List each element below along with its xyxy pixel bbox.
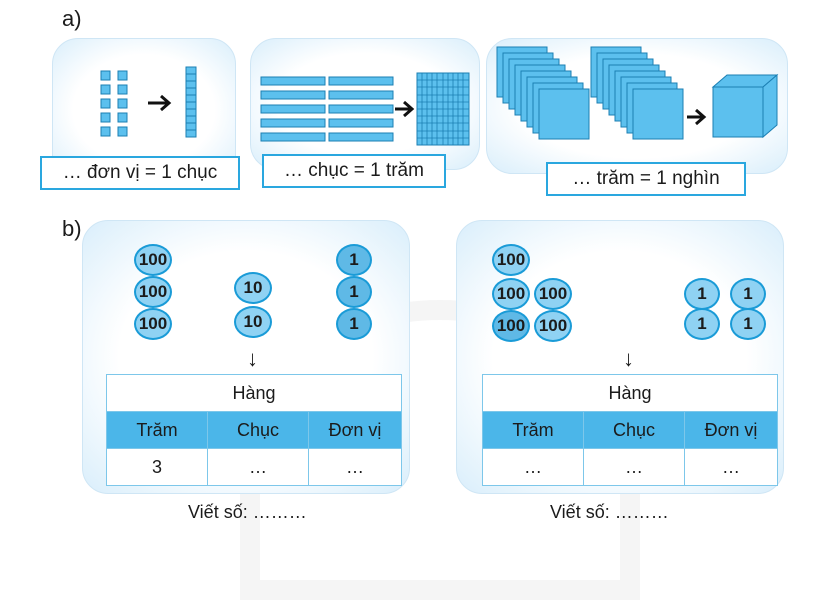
column-hundreds: Trăm <box>482 411 584 449</box>
value-hundreds[interactable]: 3 <box>106 448 208 486</box>
panel-tens-to-hundred <box>250 38 480 170</box>
coin-one: 1 <box>730 278 766 310</box>
column-tens: Chục <box>583 411 685 449</box>
blank-box-tens[interactable]: … chục = 1 trăm <box>262 154 446 188</box>
unit-cubes-illustration <box>100 66 197 138</box>
table-header: Hàng <box>106 374 402 412</box>
coin-hundred: 100 <box>134 276 172 308</box>
coin-hundred: 100 <box>534 310 572 342</box>
place-value-table-left: Hàng Trăm Chục Đơn vị 3 … … <box>106 374 402 486</box>
ten-rods-illustration <box>260 72 470 146</box>
column-ones: Đơn vị <box>308 411 402 449</box>
blank-box-ones[interactable]: … đơn vị = 1 chục <box>40 156 240 190</box>
down-arrow-icon: ↓ <box>623 346 634 371</box>
coin-one: 1 <box>336 308 372 340</box>
arrow-icon <box>687 108 707 126</box>
arrow-icon <box>395 100 415 118</box>
panel-hundreds-to-thousand <box>486 38 788 174</box>
value-hundreds[interactable]: … <box>482 448 584 486</box>
table-header: Hàng <box>482 374 778 412</box>
coin-ten: 10 <box>234 306 272 338</box>
coin-one: 1 <box>730 308 766 340</box>
blank-box-hundreds[interactable]: … trăm = 1 nghìn <box>546 162 746 196</box>
coin-one: 1 <box>336 276 372 308</box>
place-value-table-right: Hàng Trăm Chục Đơn vị … … … <box>482 374 778 486</box>
coin-one: 1 <box>336 244 372 276</box>
column-tens: Chục <box>207 411 309 449</box>
hundred-flats-illustration <box>496 46 779 140</box>
coin-hundred: 100 <box>492 278 530 310</box>
value-ones[interactable]: … <box>308 448 402 486</box>
coin-hundred: 100 <box>134 244 172 276</box>
coin-hundred: 100 <box>492 310 530 342</box>
part-a-label: a) <box>62 6 82 31</box>
value-tens[interactable]: … <box>207 448 309 486</box>
arrow-icon <box>148 94 172 112</box>
coin-hundred: 100 <box>492 244 530 276</box>
coin-hundred: 100 <box>134 308 172 340</box>
coin-ten: 10 <box>234 272 272 304</box>
part-b-label: b) <box>62 216 82 241</box>
write-number-right[interactable]: Viết số: ……… <box>550 502 669 522</box>
column-hundreds: Trăm <box>106 411 208 449</box>
column-ones: Đơn vị <box>684 411 778 449</box>
value-tens[interactable]: … <box>583 448 685 486</box>
value-ones[interactable]: … <box>684 448 778 486</box>
down-arrow-icon: ↓ <box>247 346 258 371</box>
coin-one: 1 <box>684 308 720 340</box>
write-number-left[interactable]: Viết số: ……… <box>188 502 307 522</box>
coin-one: 1 <box>684 278 720 310</box>
coin-hundred: 100 <box>534 278 572 310</box>
